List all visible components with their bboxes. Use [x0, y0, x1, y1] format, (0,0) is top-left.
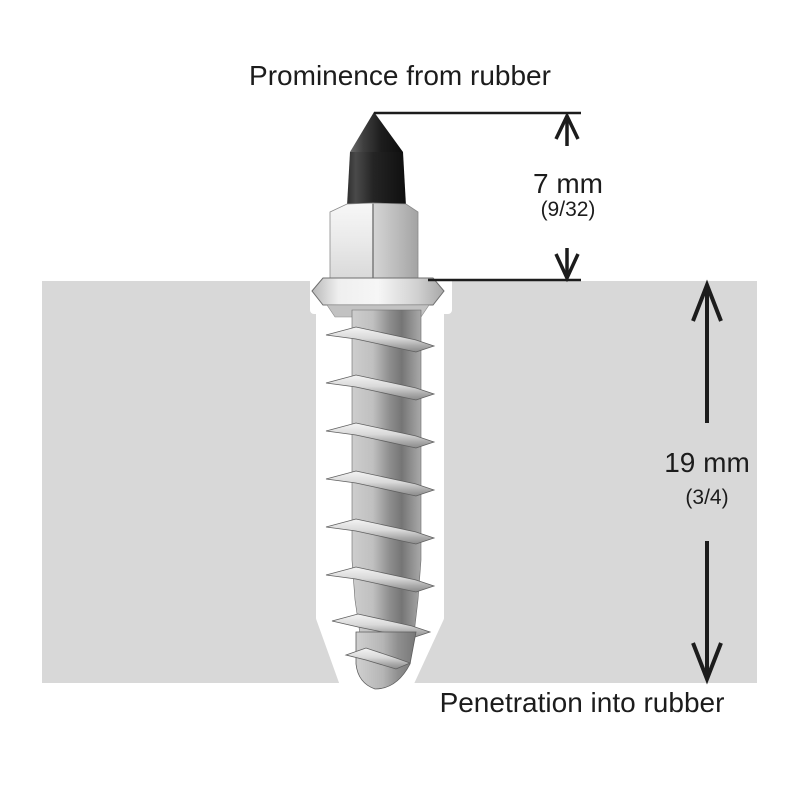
- arrow-down-large-icon: [691, 541, 723, 685]
- arrow-down-small-icon: [554, 248, 580, 283]
- hex-body: [329, 202, 419, 284]
- threaded-shank: [325, 309, 436, 639]
- penetration-fraction: (3/4): [685, 486, 729, 509]
- tire-stud-illustration: [311, 112, 445, 690]
- prominence-label: Prominence from rubber: [249, 60, 551, 91]
- prominence-fraction: (9/32): [540, 198, 596, 221]
- arrow-up-large-icon: [691, 279, 723, 423]
- penetration-value: 19 mm: [664, 447, 750, 478]
- arrow-up-small-icon: [554, 111, 580, 146]
- carbide-pin: [347, 112, 406, 206]
- prominence-value: 7 mm: [533, 168, 603, 199]
- stud-tip: [344, 631, 417, 690]
- penetration-label: Penetration into rubber: [439, 687, 725, 718]
